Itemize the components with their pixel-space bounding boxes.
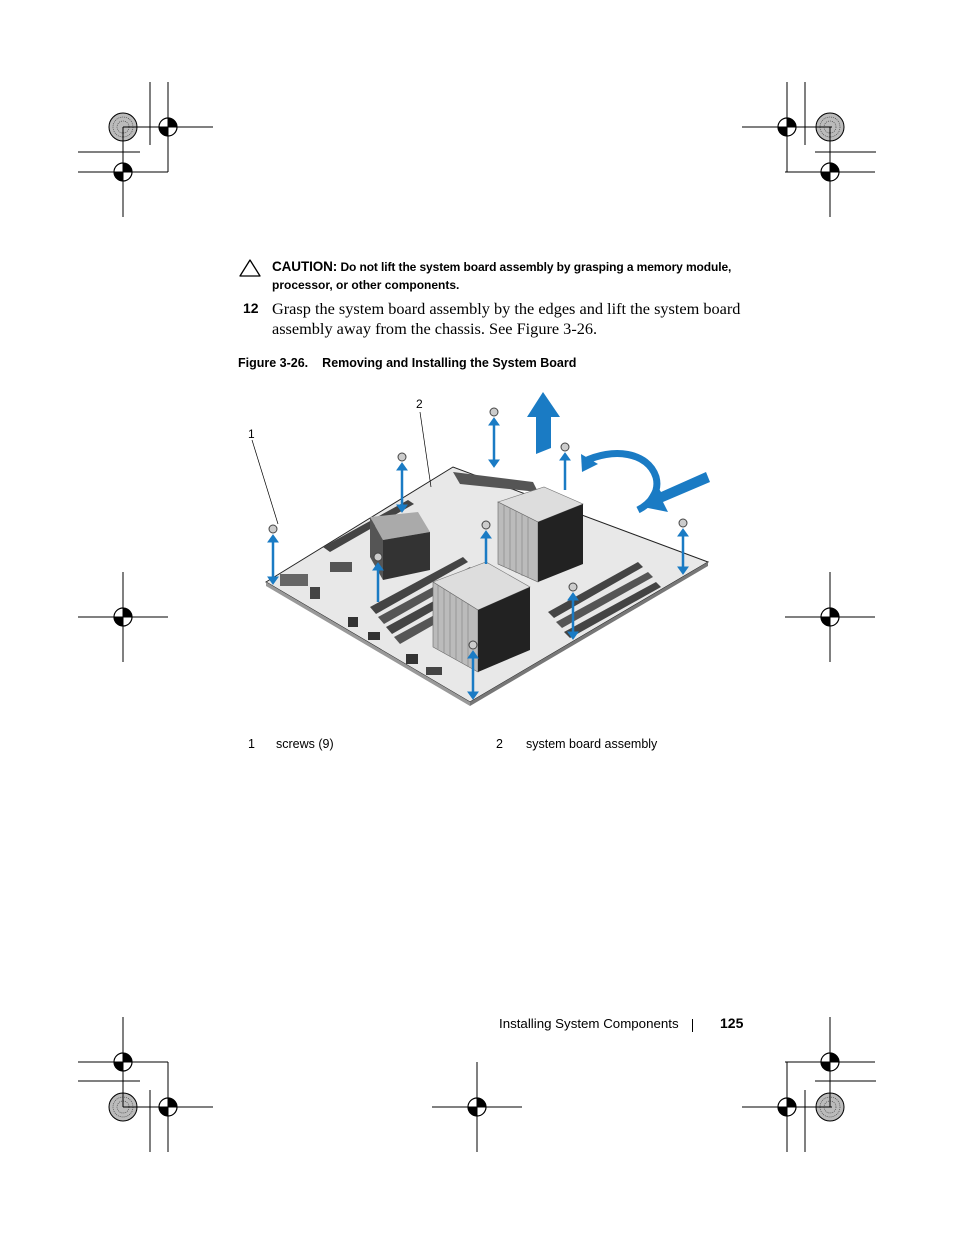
page-number: 125 — [720, 1015, 744, 1031]
system-board-illustration: 1 2 — [248, 392, 710, 706]
callout-2: 2 — [416, 397, 423, 411]
callout-1: 1 — [248, 427, 255, 441]
caution-text-line1: Do not lift the system board assembly by… — [340, 260, 732, 274]
screw-7 — [372, 552, 384, 602]
legend-2-label: system board assembly — [526, 737, 658, 751]
screw-1 — [267, 524, 279, 585]
screw-9 — [467, 640, 479, 700]
legend-1-number: 1 — [248, 737, 255, 751]
figure-title: Removing and Installing the System Board — [322, 356, 577, 370]
screw-2 — [396, 452, 408, 513]
legend-2-number: 2 — [496, 737, 503, 751]
processor-heatsink-1 — [432, 561, 531, 673]
footer-divider — [692, 1019, 693, 1032]
caution-triangle-icon — [239, 259, 261, 277]
legend-1-label: screws (9) — [276, 737, 334, 751]
footer-section-title: Installing System Components — [499, 1016, 679, 1031]
rotate-arrow-icon — [581, 450, 661, 514]
screw-8 — [567, 582, 579, 640]
chipset-heatsink — [370, 512, 430, 580]
figure-number: Figure 3-26. — [238, 356, 309, 370]
step-number: 12 — [243, 300, 259, 316]
lift-arrow-icon — [527, 392, 560, 454]
caution-text-line2: processor, or other components. — [272, 278, 460, 292]
screw-6 — [677, 518, 689, 575]
screw-4 — [559, 442, 571, 490]
screws — [267, 407, 689, 700]
figure-caption: Figure 3-26. Removing and Installing the … — [238, 356, 576, 370]
screw-3 — [488, 407, 500, 468]
step-text: Grasp the system board assembly by the e… — [272, 299, 741, 338]
caution-notice: CAUTION: Do not lift the system board as… — [272, 259, 731, 274]
slide-arrow-icon — [643, 472, 710, 512]
caution-label: CAUTION: — [272, 259, 338, 274]
callout-2-leader — [419, 411, 432, 488]
processor-heatsink-2 — [497, 486, 584, 583]
screw-5 — [480, 520, 492, 564]
callout-1-leader — [251, 439, 279, 525]
